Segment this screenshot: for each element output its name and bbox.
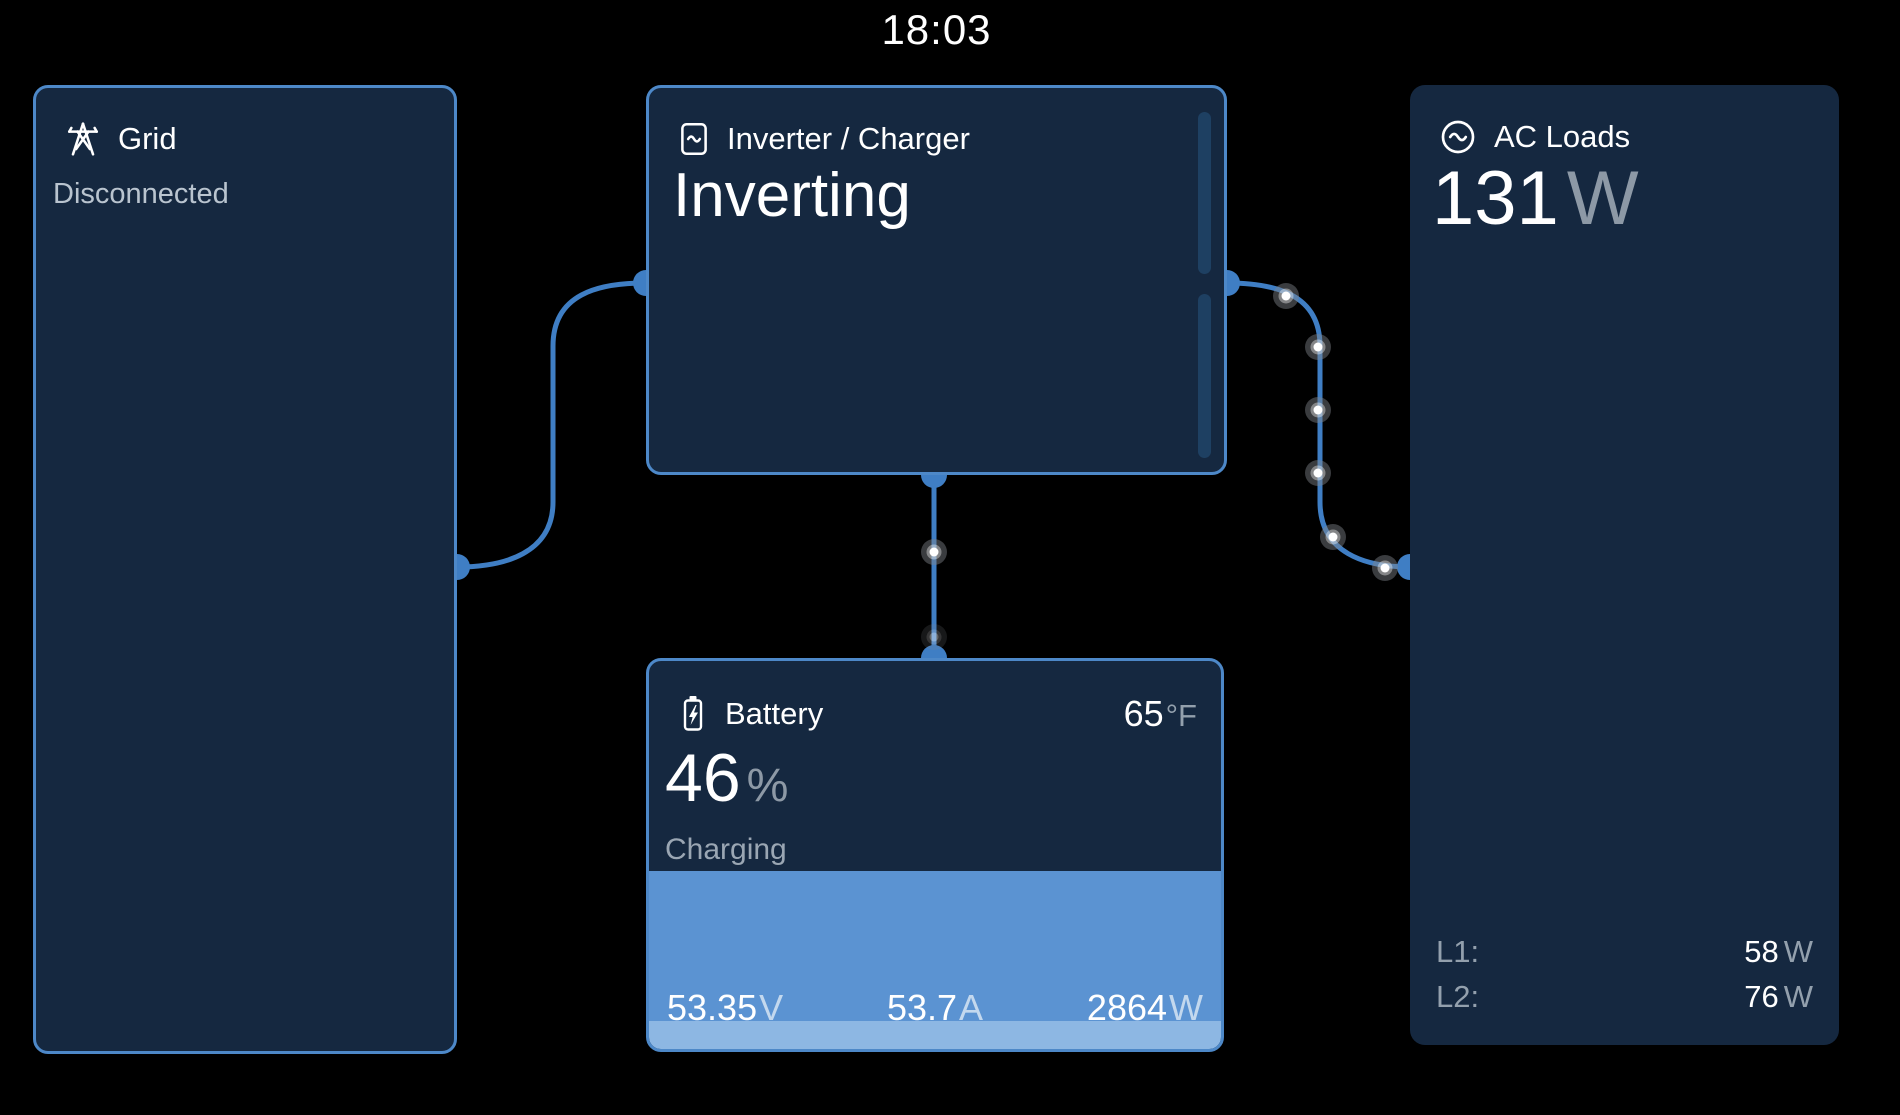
inverter-state: Inverting	[673, 161, 911, 230]
sine-wave-circle-icon	[1438, 117, 1478, 157]
scrollbar-hint-bottom[interactable]	[1198, 294, 1211, 458]
wire-inverter-acloads	[1226, 280, 1411, 570]
clock: 18:03	[881, 6, 992, 53]
inverter-tile-header: Inverter / Charger	[677, 120, 1200, 158]
grid-title: Grid	[118, 121, 177, 156]
battery-voltage: 53.35V	[667, 987, 784, 1028]
flow-dot	[1372, 555, 1398, 581]
connection-node	[921, 475, 947, 488]
ac-loads-tile-header: AC Loads	[1438, 117, 1815, 157]
flow-dot	[1305, 334, 1331, 360]
grid-status: Disconnected	[53, 178, 229, 210]
flow-dot	[1305, 460, 1331, 486]
connection-node	[1227, 270, 1240, 296]
battery-current: 53.7A	[886, 987, 984, 1028]
scrollbar-hint-top[interactable]	[1198, 112, 1211, 274]
transmission-pylon-icon	[64, 120, 102, 158]
battery-power: 2864W	[1086, 987, 1203, 1028]
flow-dot	[1273, 283, 1299, 309]
battery-tile[interactable]: Battery 65°F 46% Charging 53.35V 53.7A 2…	[646, 658, 1224, 1052]
battery-fill-bottom-strip	[649, 1021, 1221, 1049]
flow-dot	[1320, 524, 1346, 550]
connection-node	[921, 645, 947, 658]
battery-temperature: 65°F	[1123, 693, 1197, 734]
battery-bolt-icon	[677, 694, 709, 734]
grid-tile[interactable]: Grid Disconnected	[33, 85, 457, 1054]
ac-loads-title: AC Loads	[1494, 119, 1631, 154]
sine-wave-square-icon	[677, 120, 711, 158]
flow-dot	[921, 539, 947, 565]
battery-level-fill	[649, 870, 1221, 1049]
inverter-charger-tile[interactable]: Inverter / Charger Inverting	[646, 85, 1227, 475]
battery-tile-header: Battery 65°F	[677, 693, 1197, 735]
battery-state: Charging	[665, 833, 787, 866]
inverter-title: Inverter / Charger	[727, 121, 970, 156]
wire-grid-inverter	[456, 280, 647, 570]
connection-node	[1397, 554, 1410, 580]
connection-node	[633, 270, 646, 296]
connection-node	[457, 554, 470, 580]
battery-stats-row: 53.35V 53.7A 2864W	[667, 987, 1203, 1029]
battery-title: Battery	[725, 696, 824, 731]
grid-tile-header: Grid	[64, 120, 430, 158]
flow-dot	[1305, 397, 1331, 423]
flow-dot	[921, 624, 947, 650]
battery-soc: 46%	[665, 740, 789, 816]
